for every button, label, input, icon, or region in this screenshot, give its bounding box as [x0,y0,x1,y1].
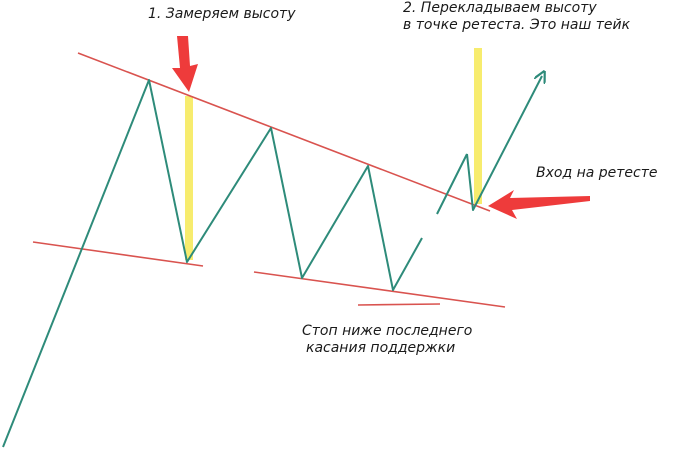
price-path [2,79,423,448]
step1-label: 1. Замеряем высоту [148,6,296,22]
stop-label: Стоп ниже последнего касания поддержки [302,323,472,357]
stop-label-line2: касания поддержки [306,340,456,356]
step2-label: 2. Перекладываем высоту в точке ретеста.… [403,0,630,34]
stop-label-line1: Стоп ниже последнего [302,323,473,339]
step2-label-line2: в точке ретеста. Это наш тейк [403,17,631,33]
stop-loss-line [357,303,441,306]
support-line-right [253,271,506,308]
price-breakout-segment [436,153,468,215]
height-bar-target [474,48,482,204]
resistance-line [77,52,491,212]
arrow-down-icon [172,36,198,92]
entry-label: Вход на ретесте [536,165,658,181]
arrow-left-icon [488,190,590,219]
support-line-left [32,241,204,267]
price-retest-path [466,76,542,211]
height-bar-measure [185,96,193,260]
step2-label-line1: 2. Перекладываем высоту [403,0,597,16]
